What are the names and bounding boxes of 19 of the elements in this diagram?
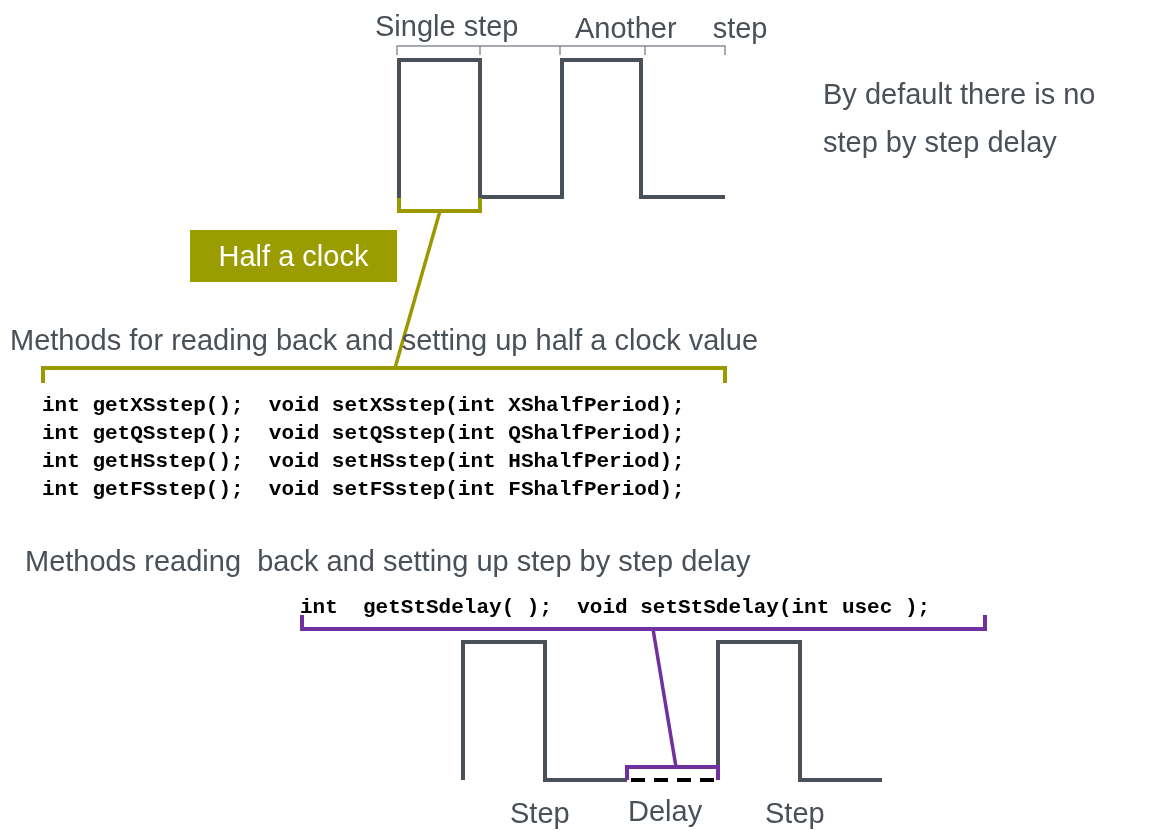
code-line: int getQSstep(); void setQSstep(int QShalfPeriod); xyxy=(42,421,685,447)
bracket xyxy=(397,198,482,213)
timing-label: Step xyxy=(765,796,825,830)
bracket xyxy=(41,366,727,383)
leader-line xyxy=(393,210,442,369)
callout-box: Half a clock xyxy=(190,230,397,282)
timing-label: Delay xyxy=(628,794,703,829)
timing-label: Step xyxy=(510,796,570,830)
heading-text: Methods reading back and setting up step by step delay xyxy=(25,544,751,579)
step-label: Another step xyxy=(575,11,768,46)
code-line: int getFSstep(); void setFSstep(int FShalfPeriod); xyxy=(42,477,685,503)
bracket xyxy=(300,615,987,631)
code-line: int getStSdelay( ); void setStSdelay(int usec ); xyxy=(300,595,931,621)
code-line: int getHSstep(); void setHSstep(int HShalfPeriod); xyxy=(42,449,685,475)
leader-line xyxy=(651,628,678,768)
bracket xyxy=(625,765,720,780)
note-text: By default there is no step by step delay xyxy=(823,77,1097,160)
step-label: Single step xyxy=(375,9,519,44)
code-line: int getXSstep(); void setXSstep(int XShalfPeriod); xyxy=(42,393,685,419)
